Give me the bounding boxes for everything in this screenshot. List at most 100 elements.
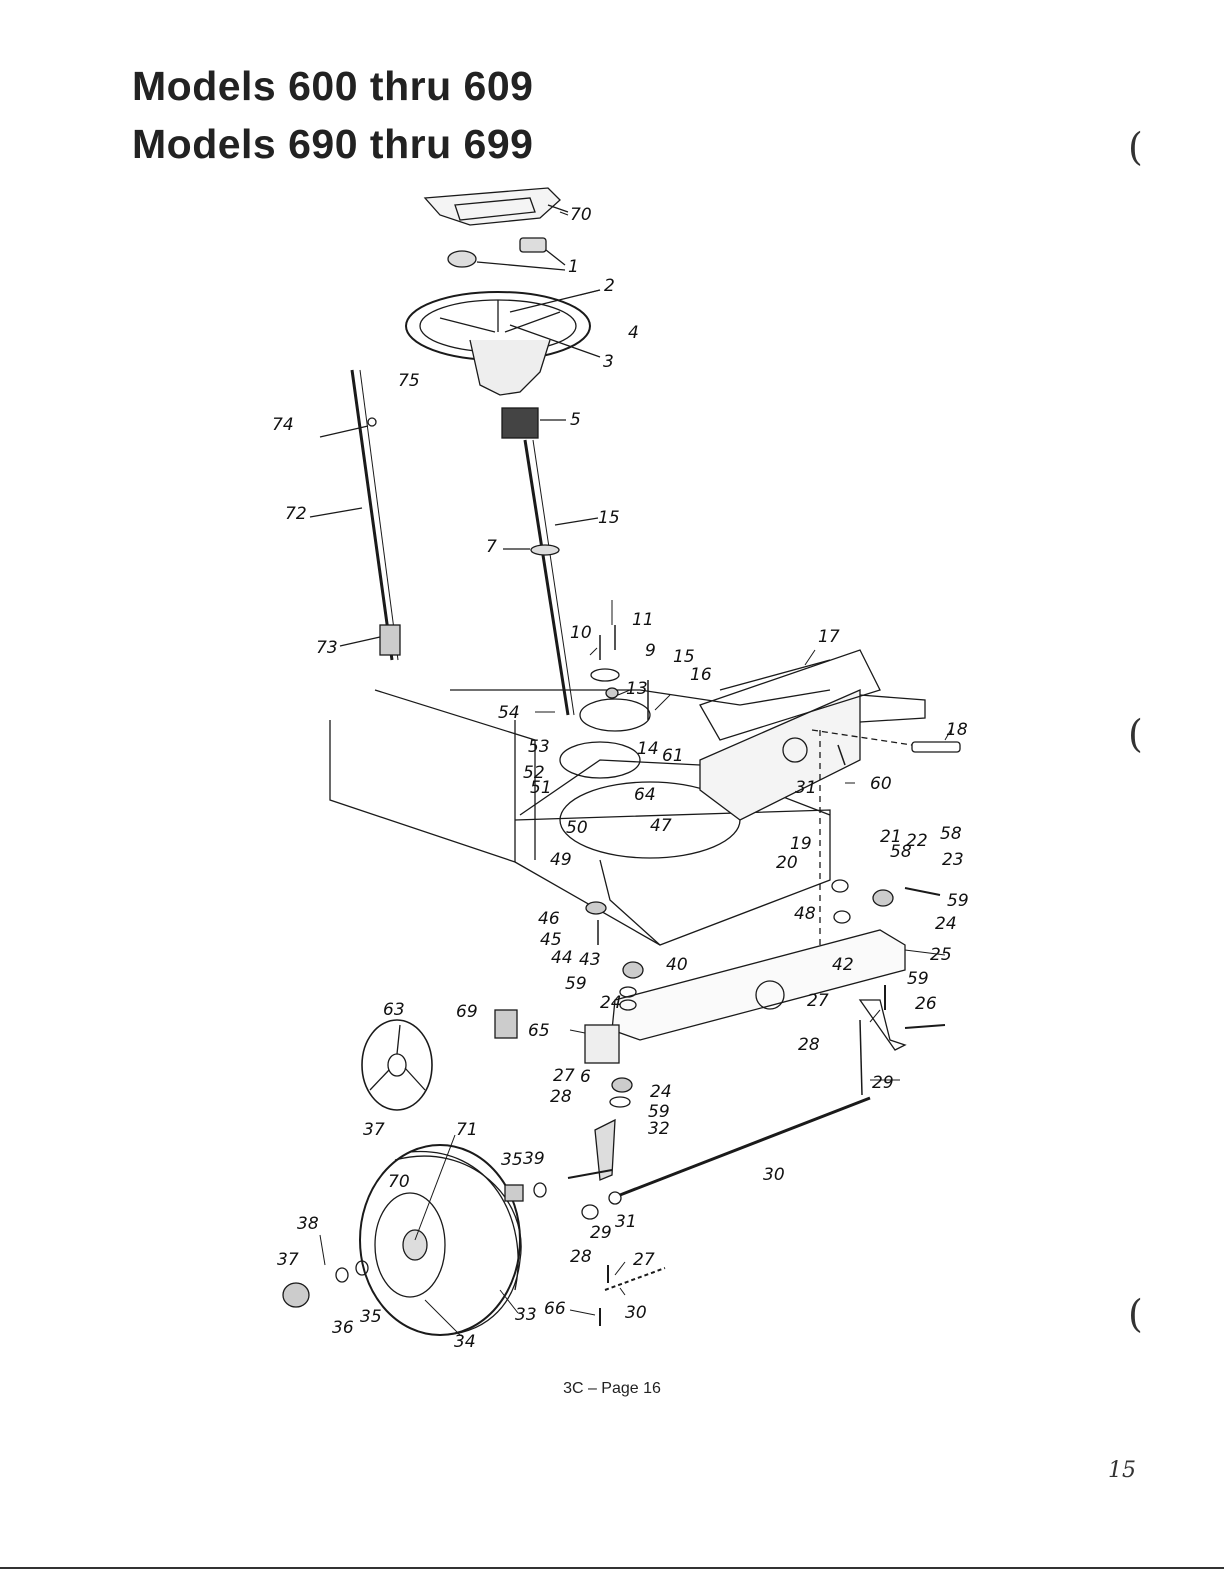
part-callout-36: 36	[332, 1318, 354, 1338]
part-callout-17: 17	[818, 627, 840, 647]
part-callout-22: 22	[906, 831, 928, 851]
part-callout-11: 11	[632, 610, 654, 630]
part-callout-33: 33	[515, 1305, 537, 1325]
front-axle	[584, 929, 906, 1064]
part-callout-40: 40	[666, 955, 688, 975]
part-callout-2: 2	[604, 276, 615, 296]
part-callout-19: 19	[790, 834, 812, 854]
part-callout-27: 27	[807, 991, 829, 1011]
part-callout-10: 10	[570, 623, 592, 643]
part-callout-70: 70	[388, 1172, 410, 1192]
part-callout-71: 71	[456, 1120, 478, 1140]
part-callout-5: 5	[570, 410, 581, 430]
part-callout-51: 51	[530, 778, 552, 798]
part-callout-66: 66	[544, 1299, 566, 1319]
part-callout-30: 30	[763, 1165, 785, 1185]
part-callout-43: 43	[579, 950, 601, 970]
part-callout-53: 53	[528, 737, 550, 757]
tie-rod	[604, 1019, 871, 1291]
part-callout-64: 64	[634, 785, 656, 805]
part-callout-1: 1	[568, 257, 579, 277]
chassis-frame	[329, 649, 926, 990]
part-callout-16: 16	[690, 665, 712, 685]
hardware-parts	[282, 625, 961, 1326]
leader-lines	[319, 211, 953, 1336]
part-callout-74: 74	[272, 415, 294, 435]
front-wheel	[359, 1144, 522, 1336]
part-callout-24: 24	[600, 993, 622, 1013]
part-callout-20: 20	[776, 853, 798, 873]
part-callout-46: 46	[538, 909, 560, 929]
part-callout-25: 25	[930, 945, 952, 965]
part-callout-37: 37	[363, 1120, 385, 1140]
part-callout-27: 27	[553, 1066, 575, 1086]
part-callout-35: 35	[360, 1307, 382, 1327]
part-callout-48: 48	[794, 904, 816, 924]
part-callout-9: 9	[645, 641, 656, 661]
part-callout-59: 59	[648, 1102, 670, 1122]
part-callout-42: 42	[832, 955, 854, 975]
steering-wheel	[405, 289, 601, 396]
part-callout-59: 59	[565, 974, 587, 994]
part-callout-28: 28	[570, 1247, 592, 1267]
part-callout-4: 4	[628, 323, 639, 343]
part-callout-14: 14	[637, 739, 659, 759]
part-callout-28: 28	[798, 1035, 820, 1055]
corner-note: 15	[1108, 1458, 1136, 1483]
part-callout-13: 13	[626, 679, 648, 699]
part-callout-54: 54	[498, 703, 520, 723]
part-callout-58: 58	[890, 842, 912, 862]
bottom-rule	[0, 1567, 1224, 1569]
margin-mark: (	[1128, 712, 1143, 756]
part-callout-24: 24	[650, 1082, 672, 1102]
part-callout-29: 29	[590, 1223, 612, 1243]
part-callout-28: 28	[550, 1087, 572, 1107]
part-callout-29: 29	[872, 1073, 894, 1093]
part-callout-15: 15	[598, 508, 620, 528]
part-callout-31: 31	[795, 778, 817, 798]
hub-cap	[361, 1019, 433, 1111]
part-callout-38: 38	[297, 1214, 319, 1234]
part-callout-65: 65	[528, 1021, 550, 1041]
title-line-2: Models 690 thru 699	[132, 121, 534, 167]
cap-parts	[447, 237, 566, 271]
part-callout-45: 45	[540, 930, 562, 950]
part-callout-15: 15	[673, 647, 695, 667]
part-callout-70: 70	[570, 205, 592, 225]
part-callout-24: 24	[935, 914, 957, 934]
margin-mark: (	[1128, 1292, 1143, 1336]
part-callout-35: 35	[501, 1150, 523, 1170]
part-callout-59: 59	[907, 969, 929, 989]
part-callout-72: 72	[285, 504, 307, 524]
part-callout-60: 60	[870, 774, 892, 794]
page-footer: 3C – Page 16	[563, 1380, 661, 1397]
part-callout-49: 49	[550, 850, 572, 870]
part-callout-52: 52	[523, 763, 545, 783]
part-callout-32: 32	[648, 1119, 670, 1139]
part-callout-30: 30	[625, 1303, 647, 1323]
part-callout-63: 63	[383, 1000, 405, 1020]
part-callout-69: 69	[456, 1002, 478, 1022]
part-callout-23: 23	[942, 850, 964, 870]
part-callout-3: 3	[603, 352, 614, 372]
bushing-part	[501, 407, 566, 439]
part-callout-75: 75	[398, 371, 420, 391]
part-callout-34: 34	[454, 1332, 476, 1352]
part-callout-6: 6	[580, 1067, 591, 1087]
part-callout-7: 7	[486, 537, 497, 557]
drag-link	[309, 369, 401, 661]
part-callout-73: 73	[316, 638, 338, 658]
spindle-parts	[567, 985, 907, 1181]
seat-part	[423, 187, 569, 226]
part-callout-39: 39	[523, 1149, 545, 1169]
part-callout-61: 61	[662, 746, 684, 766]
steering-shaft	[503, 439, 599, 716]
part-callout-44: 44	[551, 948, 573, 968]
part-callout-18: 18	[946, 720, 968, 740]
margin-mark: (	[1128, 125, 1143, 169]
title-line-1: Models 600 thru 609	[132, 63, 534, 109]
spacer-part	[494, 1009, 518, 1039]
part-callout-58: 58	[940, 824, 962, 844]
part-callout-37: 37	[277, 1250, 299, 1270]
